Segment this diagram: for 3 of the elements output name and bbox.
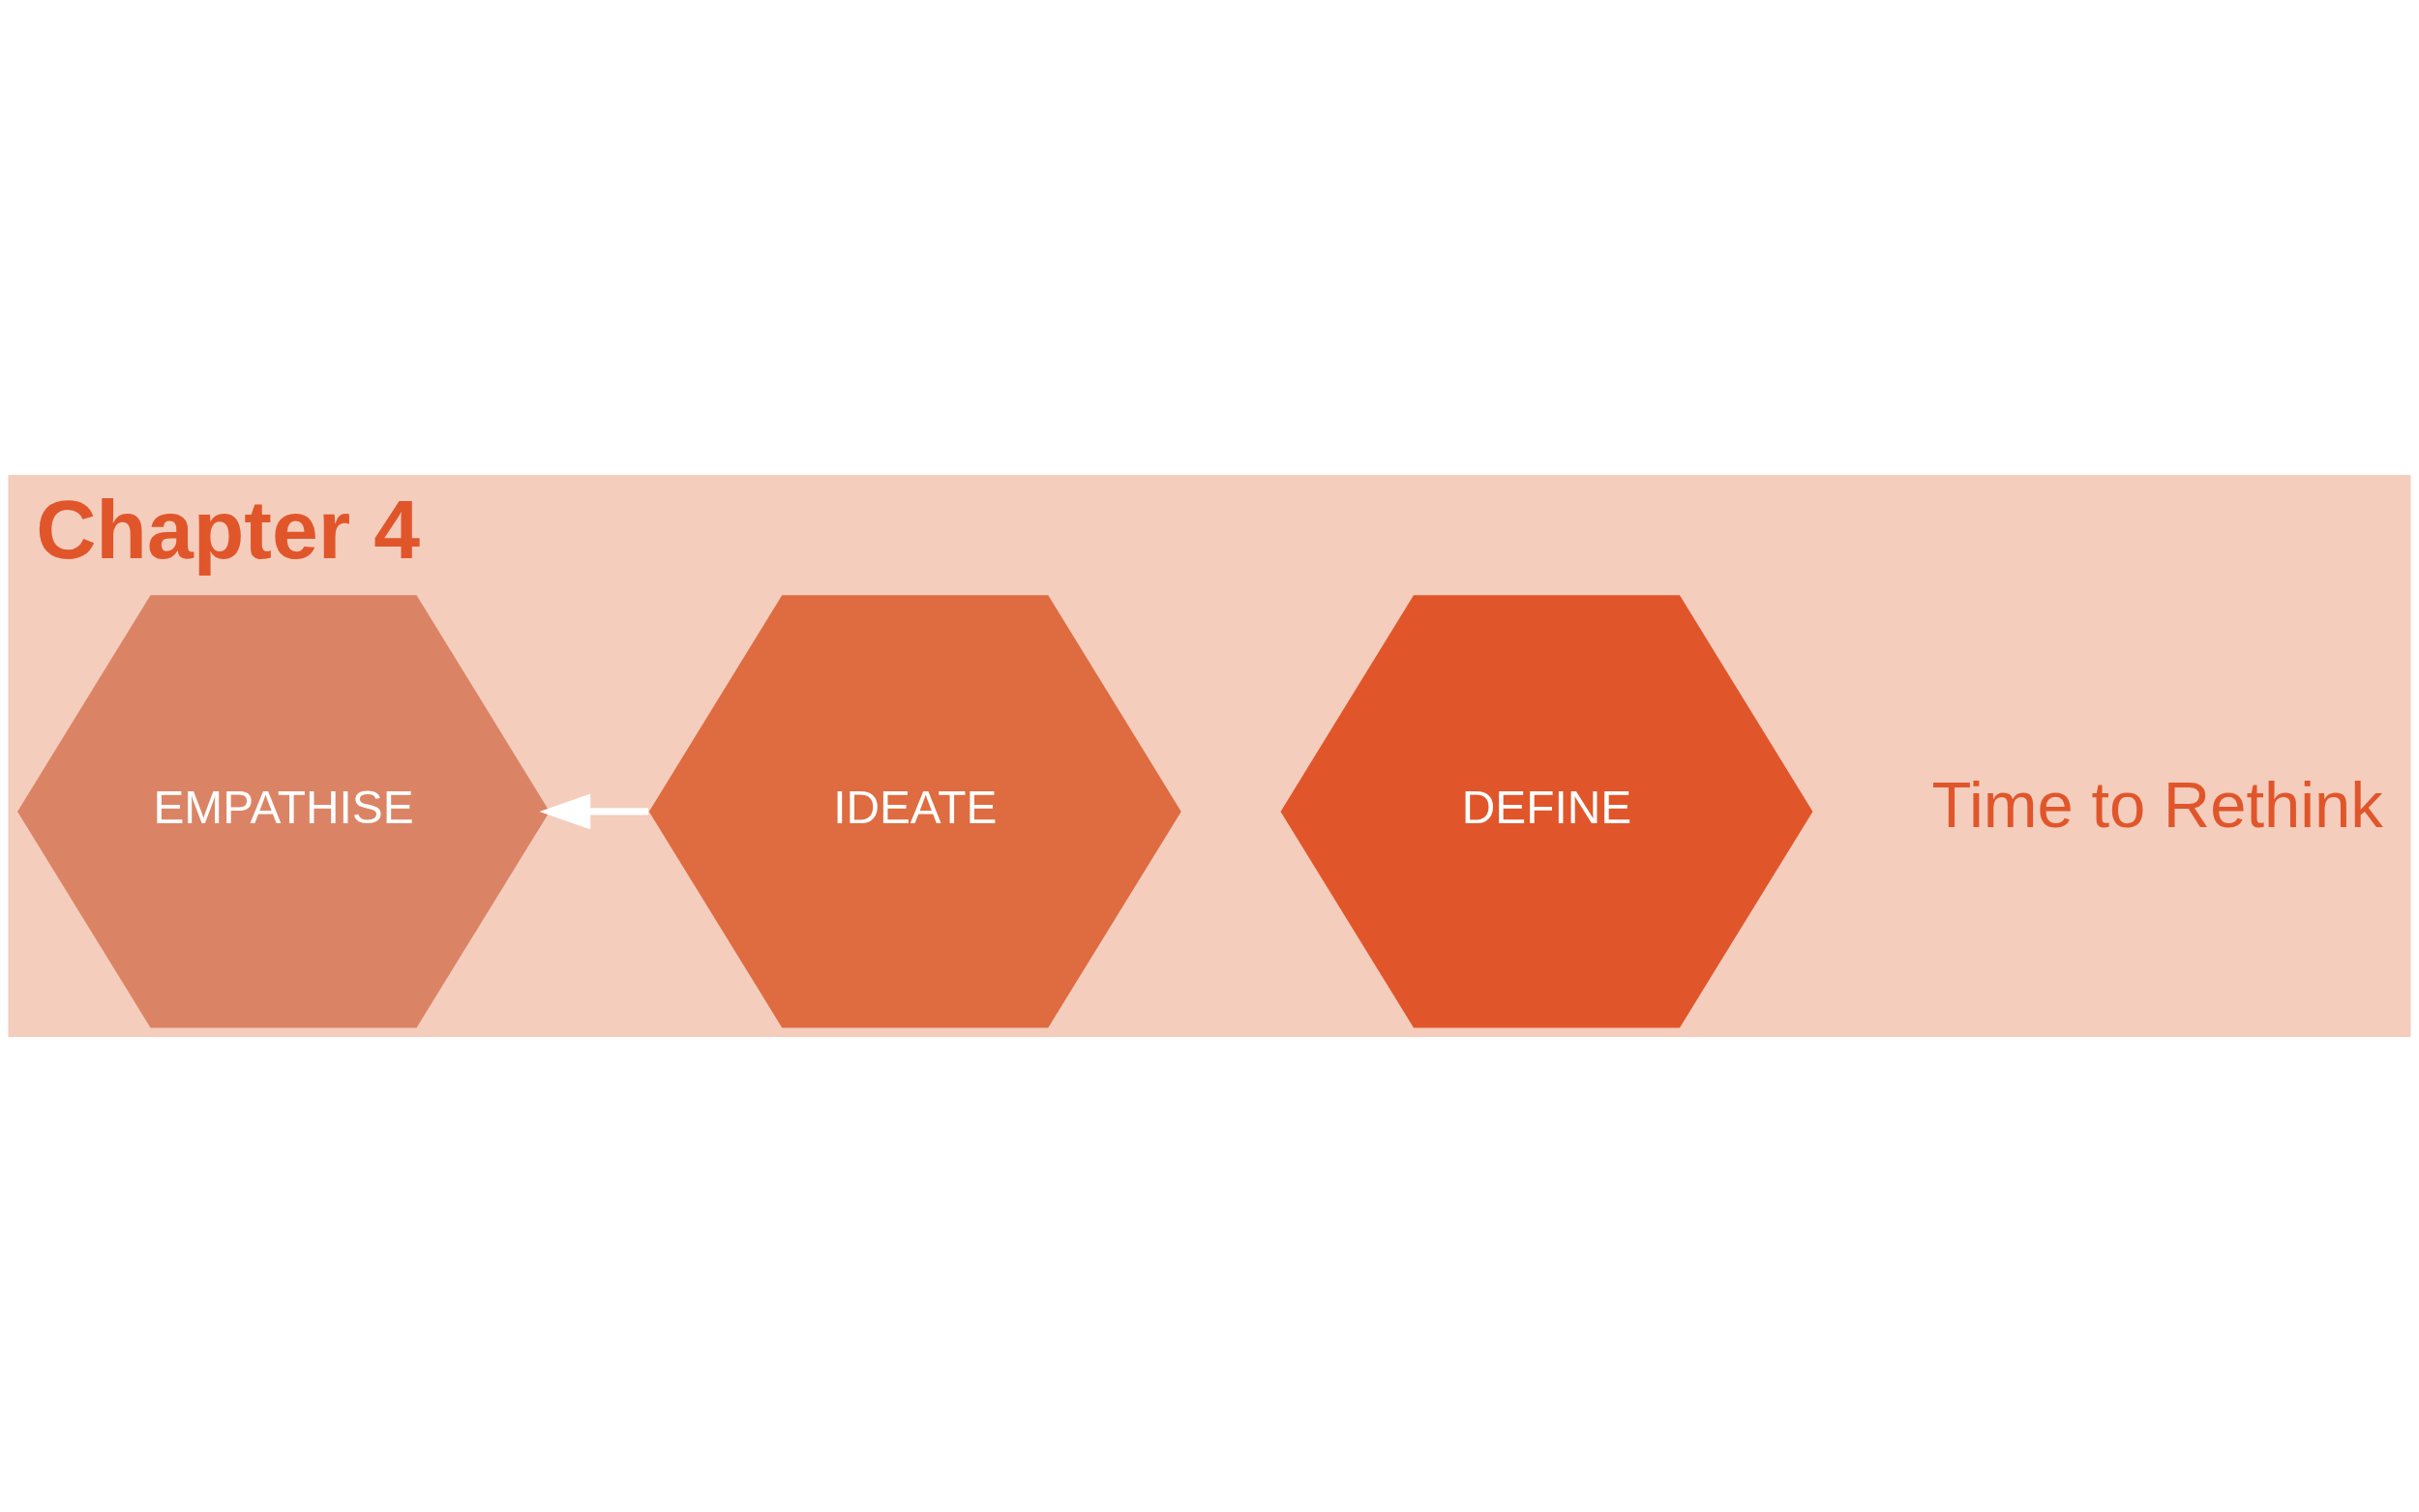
arrow (539, 793, 649, 830)
diagram-title: Chapter 4 (36, 482, 421, 576)
label: Time to Rethink (1931, 768, 2383, 842)
